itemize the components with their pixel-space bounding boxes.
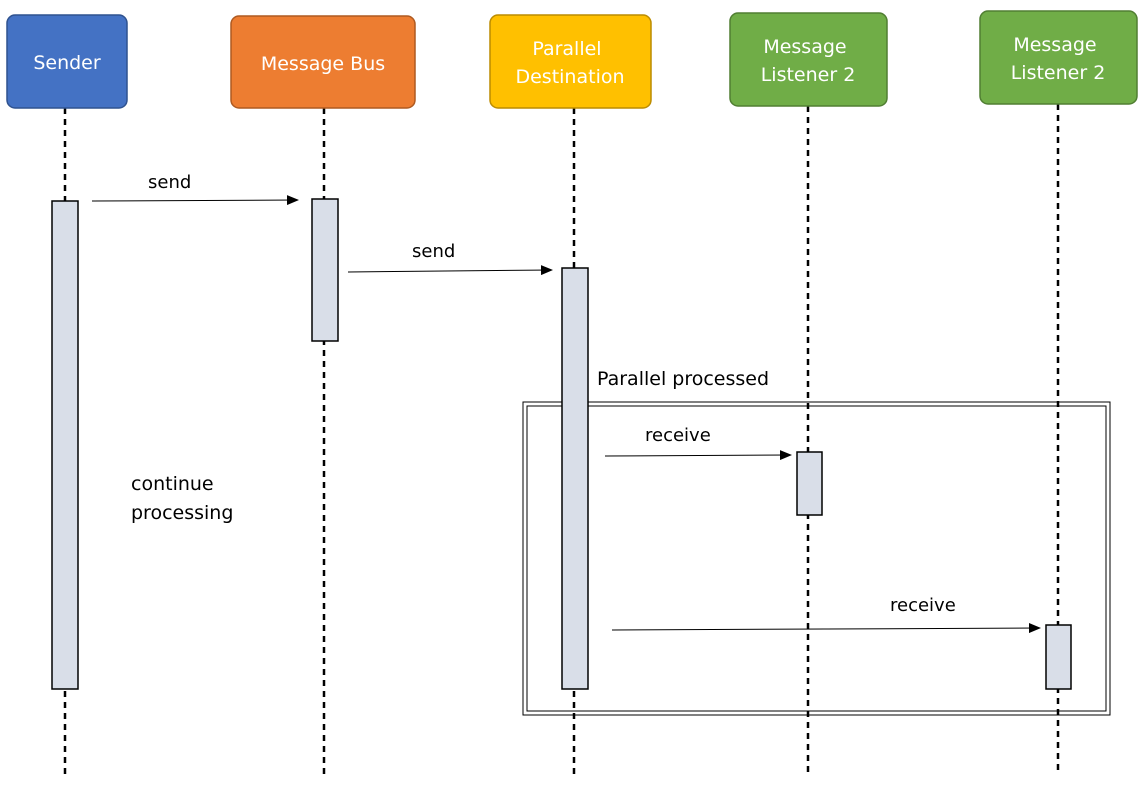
actor-message-listener-b: Message Listener 2	[979, 10, 1138, 105]
message-arrow-receive-2	[611, 623, 1041, 634]
messages: send send receive receive	[91, 172, 1041, 634]
sender-note-line-2: processing	[131, 502, 233, 524]
actor-message-bus-box	[230, 15, 416, 109]
fragment-inner-border	[526, 405, 1107, 712]
activation-listener-a	[796, 451, 823, 516]
actor-parallel-destination-box	[489, 14, 652, 109]
fragment-outer-border	[522, 401, 1111, 716]
message-label-send-2: send	[412, 241, 455, 262]
message-label-receive-2: receive	[890, 595, 956, 616]
actor-message-listener-a-line-1: Message	[763, 36, 846, 58]
actor-sender-label: Sender	[33, 52, 101, 74]
message-label-receive-1: receive	[645, 425, 711, 446]
actor-message-listener-b-label: Message Listener 2	[1011, 34, 1106, 84]
activation-sender	[51, 200, 79, 690]
actor-message-listener-a: Message Listener 2	[729, 12, 888, 107]
message-label-send-1: send	[148, 172, 191, 193]
actor-message-listener-a-label: Message Listener 2	[761, 36, 856, 86]
actor-message-listener-a-line-2: Listener 2	[761, 64, 856, 86]
actor-parallel-destination-label: Parallel Destination	[515, 38, 624, 88]
activation-listener-b	[1045, 624, 1072, 690]
activations	[51, 198, 1072, 690]
parallel-fragment	[522, 401, 1111, 716]
actor-message-bus: Message Bus	[230, 15, 416, 109]
actor-sender-box	[6, 14, 128, 109]
sender-note: continue processing	[131, 473, 233, 524]
sender-note-line-1: continue	[131, 473, 214, 495]
actor-message-listener-b-line-1: Message	[1013, 34, 1096, 56]
actor-message-listener-b-box	[979, 10, 1138, 105]
actor-sender: Sender	[6, 14, 128, 109]
actor-message-listener-b-line-2: Listener 2	[1011, 62, 1106, 84]
actor-parallel-destination: Parallel Destination	[489, 14, 652, 109]
actor-message-listener-a-box	[729, 12, 888, 107]
message-arrow-send-1	[91, 195, 299, 206]
message-arrow-receive-1	[604, 450, 792, 461]
actor-parallel-destination-line-1: Parallel	[532, 38, 601, 60]
actor-message-bus-label: Message Bus	[261, 53, 385, 75]
activation-bus	[311, 198, 339, 342]
fragment-label: Parallel processed	[597, 368, 769, 390]
message-arrow-send-2	[347, 265, 553, 276]
activation-parallel	[561, 267, 589, 690]
actor-parallel-destination-line-2: Destination	[515, 66, 624, 88]
